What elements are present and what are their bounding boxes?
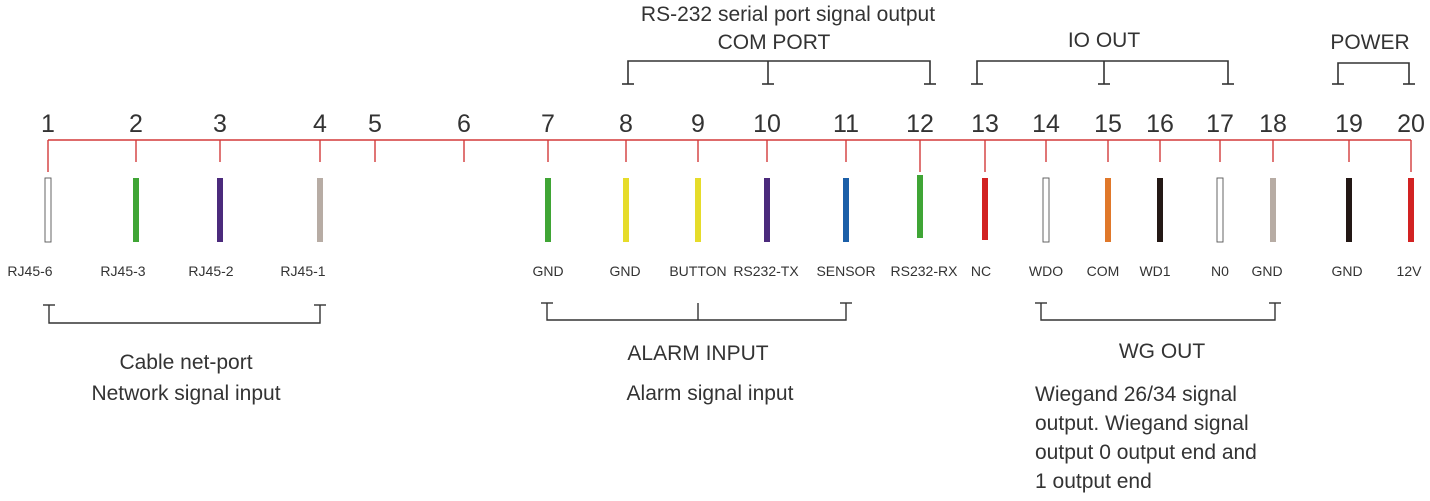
alarm-title: ALARM INPUT	[627, 342, 768, 365]
pin-label: RJ45-6	[7, 263, 52, 279]
pin-5: 5	[368, 110, 382, 162]
pin-number: 4	[313, 110, 327, 138]
wg-out-title: WG OUT	[1119, 340, 1205, 363]
pin-number: 5	[368, 110, 382, 138]
io-out-title: IO OUT	[1068, 29, 1141, 52]
pin-number: 1	[41, 110, 55, 138]
pin-wire	[982, 178, 988, 240]
pin-number: 6	[457, 110, 471, 138]
pin-wire	[1105, 178, 1111, 242]
pin-number: 10	[753, 110, 781, 138]
pin-label: RJ45-2	[188, 263, 233, 279]
pin-number: 13	[971, 110, 999, 138]
pin-number: 16	[1146, 110, 1174, 138]
pin-wire	[1408, 178, 1414, 242]
power-bracket	[1332, 62, 1415, 85]
network-text-line1: Cable net-port	[119, 351, 252, 374]
alarm-bracket	[541, 302, 852, 321]
pin-wire	[695, 178, 701, 242]
com-port-title-line1: RS-232 serial port signal output	[641, 3, 935, 26]
pin-wire	[623, 178, 629, 242]
wg-out-desc-line1: Wiegand 26/34 signal	[1035, 383, 1237, 406]
com-port-title-line2: COM PORT	[718, 31, 831, 54]
pin-number: 2	[129, 110, 143, 138]
pin-wire	[1270, 178, 1276, 242]
pin-label: SENSOR	[816, 263, 875, 279]
network-text-line2: Network signal input	[91, 382, 280, 405]
wg-out-desc-line2: output. Wiegand signal	[1035, 412, 1249, 435]
pin-number: 20	[1397, 110, 1425, 138]
pin-label: NC	[971, 263, 991, 279]
pin-label: RJ45-3	[100, 263, 145, 279]
pin-number: 15	[1094, 110, 1122, 138]
pin-6: 6	[457, 110, 471, 162]
pin-number: 14	[1032, 110, 1060, 138]
pin-20: 20 12V	[1397, 110, 1425, 279]
io-out-bracket	[971, 60, 1234, 85]
wg-out-desc-line3: output 0 output end and	[1035, 441, 1257, 464]
pin-label: BUTTON	[669, 263, 726, 279]
pin-label: RS232-RX	[891, 263, 959, 279]
pin-wire	[764, 178, 770, 242]
pin-label: 12V	[1397, 263, 1423, 279]
network-bracket	[43, 304, 326, 324]
pin-label: GND	[1251, 263, 1282, 279]
pin-label: RJ45-1	[280, 263, 325, 279]
pin-wire	[843, 178, 849, 242]
pin-label: RS232-TX	[733, 263, 799, 279]
pin-wire	[1157, 178, 1163, 242]
pin-number: 11	[833, 110, 859, 138]
com-port-bracket	[622, 60, 936, 85]
pin-label: WDO	[1029, 263, 1063, 279]
pin-number: 9	[691, 110, 705, 138]
pin-wire	[545, 178, 551, 242]
pin-label: GND	[609, 263, 640, 279]
alarm-desc: Alarm signal input	[627, 382, 794, 405]
pin-number: 19	[1335, 110, 1363, 138]
pin-number: 12	[906, 110, 934, 138]
pin-label: N0	[1211, 263, 1229, 279]
pin-wire	[133, 178, 139, 242]
pin-wire	[44, 177, 52, 243]
power-title: POWER	[1330, 31, 1409, 54]
pin-number: 18	[1259, 110, 1287, 138]
wg-out-bracket	[1035, 302, 1281, 321]
pin-label: GND	[532, 263, 563, 279]
pin-wire	[1216, 177, 1224, 243]
pin-number: 17	[1206, 110, 1234, 138]
pin-number: 8	[619, 110, 633, 138]
pin-label: GND	[1331, 263, 1362, 279]
pin-number: 7	[541, 110, 555, 138]
pin-wire	[317, 178, 323, 242]
pin-wire	[1042, 177, 1050, 243]
pin-label: COM	[1087, 263, 1120, 279]
pin-label: WD1	[1139, 263, 1170, 279]
pin-wire	[217, 178, 223, 242]
pin-wire	[917, 175, 923, 238]
wg-out-desc-line4: 1 output end	[1035, 470, 1152, 493]
pin-number: 3	[213, 110, 227, 138]
pin-wire	[1346, 178, 1352, 242]
